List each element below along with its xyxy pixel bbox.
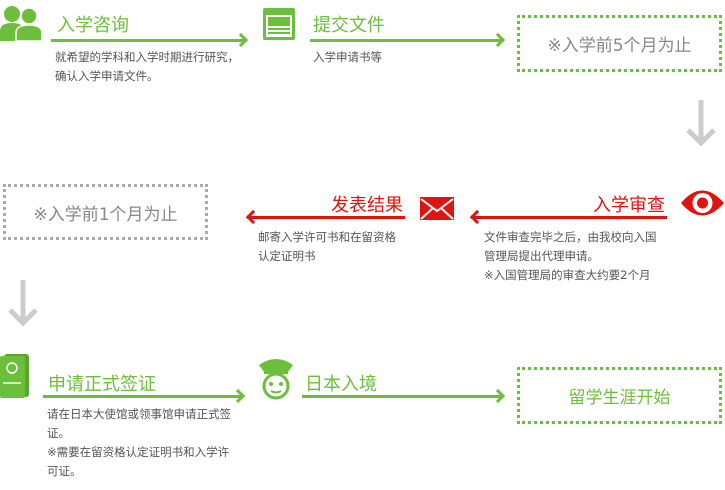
- arrow-line: [43, 395, 243, 398]
- down-arrow-icon: [8, 280, 38, 326]
- desc-line: 证。: [47, 426, 70, 440]
- arrow-line: [310, 39, 503, 42]
- step-desc-result: 邮寄入学许可书和在留资格认定证明书: [258, 228, 396, 266]
- arrow-right-icon: [230, 388, 246, 404]
- step-title-entry: 日本入境: [305, 374, 377, 395]
- desc-line: 邮寄入学许可书和在留资格: [258, 230, 396, 244]
- eye-icon: [681, 190, 724, 216]
- step-desc-submit: 入学申请书等: [313, 50, 382, 64]
- step-title-result: 发表结果: [331, 195, 403, 216]
- desc-line: ※需要在留资格认定证明书和入学许: [47, 445, 230, 459]
- desc-line: 确认入学申请文件。: [55, 69, 159, 83]
- down-arrow-icon: [686, 100, 716, 146]
- mail-icon: [420, 197, 454, 220]
- deadline-note-1-month: ※入学前1个月为止: [3, 184, 208, 240]
- arrow-line: [471, 216, 667, 219]
- step-title-review: 入学审查: [593, 195, 665, 216]
- desc-line: 文件审查完毕之后，由我校向入国: [484, 230, 657, 244]
- police-officer-icon: [259, 359, 293, 400]
- desc-line: ※入国管理局的审查大约要2个月: [484, 268, 651, 282]
- browser-window-icon: [263, 8, 295, 40]
- passport-icon: [0, 354, 29, 398]
- step-title-consult: 入学咨询: [57, 15, 129, 36]
- step-desc-consult: 就希望的学科和入学时期进行研究， 确认入学申请文件。: [55, 48, 239, 86]
- arrow-line: [302, 395, 503, 398]
- step-desc-review: 文件审查完毕之后，由我校向入国管理局提出代理申请。 ※入国管理局的审查大约要2个月: [484, 228, 657, 285]
- deadline-note-5-months: ※入学前5个月为止: [517, 15, 722, 72]
- step-title-submit: 提交文件: [313, 15, 385, 36]
- arrow-right-icon: [490, 32, 506, 48]
- desc-line: 可证。: [47, 464, 82, 478]
- arrow-left-icon: [245, 209, 261, 225]
- desc-line: 认定证明书: [258, 249, 316, 263]
- arrow-right-icon: [233, 32, 249, 48]
- arrow-left-icon: [469, 209, 485, 225]
- arrow-line: [247, 216, 405, 219]
- desc-line: 管理局提出代理申请。: [484, 249, 599, 263]
- step-title-visa: 申请正式签证: [48, 374, 156, 395]
- people-icon: [0, 6, 42, 41]
- step-desc-visa: 请在日本大使馆或领事馆申请正式签证。 ※需要在留资格认定证明书和入学许可证。: [47, 405, 231, 481]
- desc-line: 就希望的学科和入学时期进行研究，: [55, 50, 239, 64]
- desc-line: 请在日本大使馆或领事馆申请正式签: [47, 407, 231, 421]
- arrow-line: [51, 39, 246, 42]
- arrow-right-icon: [490, 388, 506, 404]
- study-start-note: 留学生涯开始: [517, 367, 722, 424]
